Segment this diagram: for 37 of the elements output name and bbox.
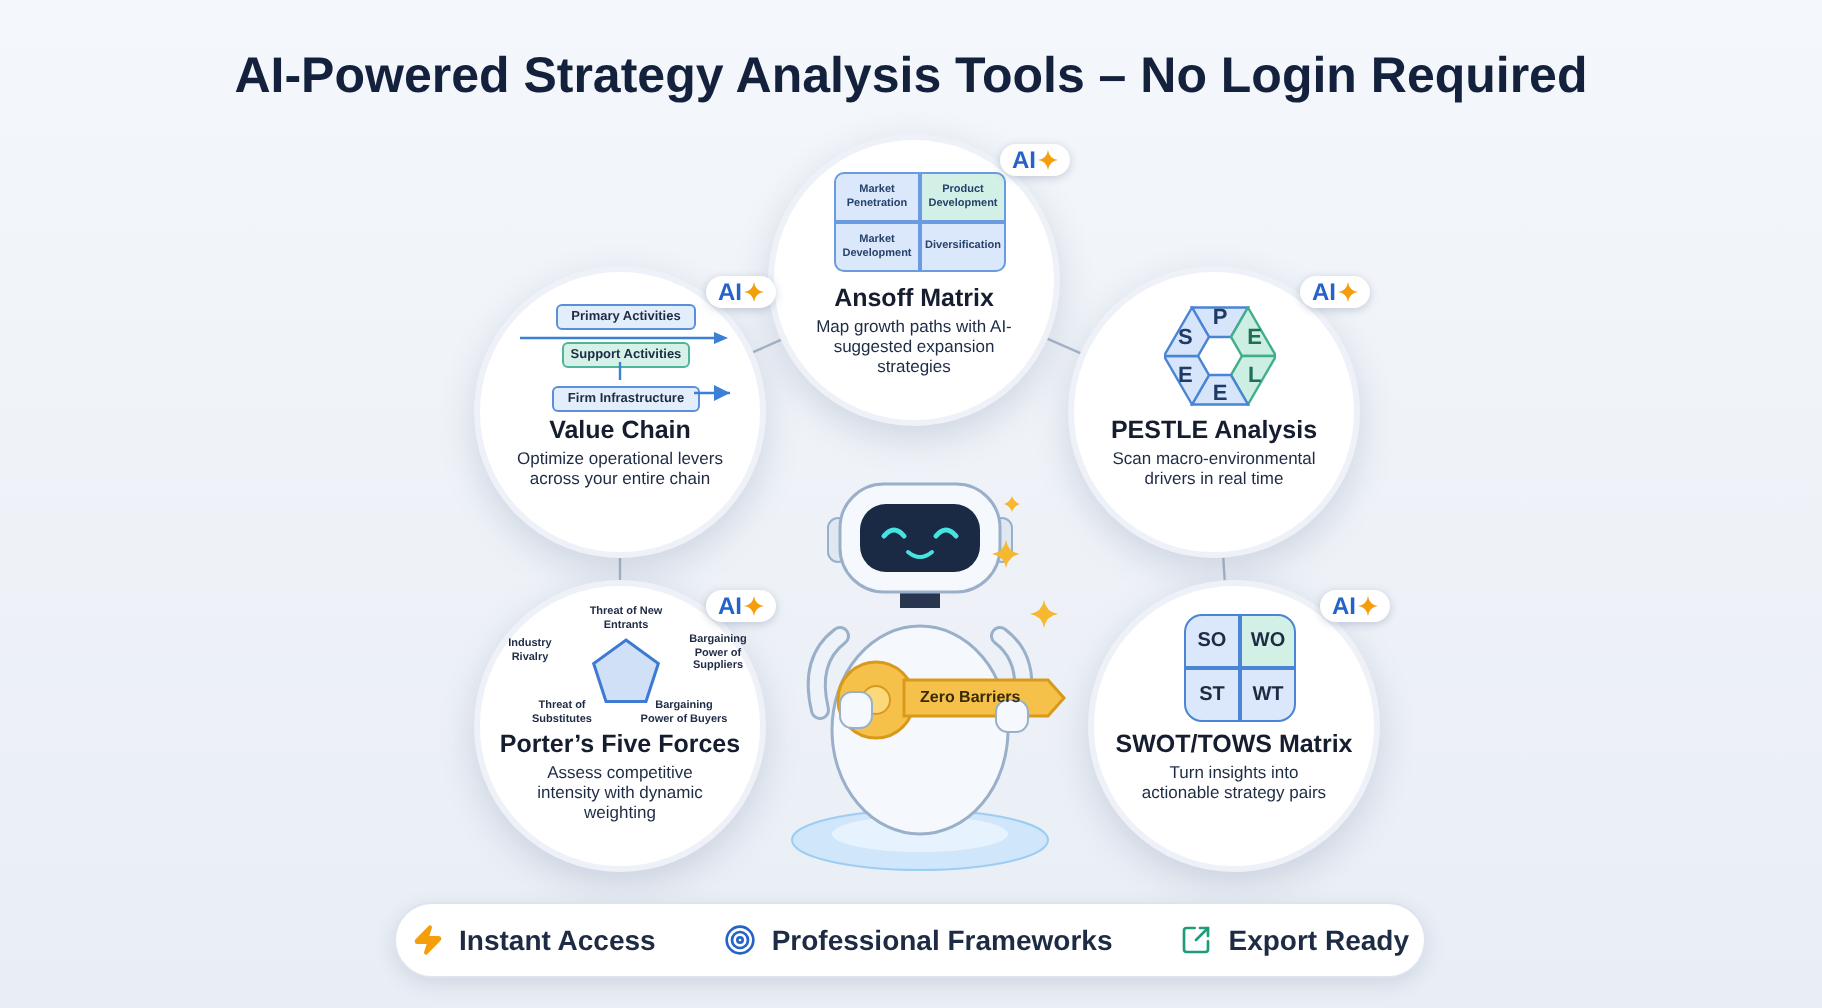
matrix-cell: ST	[1184, 668, 1240, 722]
tool-description: Scan macro-environmental drivers in real time	[1110, 448, 1318, 488]
tool-title: SWOT/TOWS Matrix	[1113, 730, 1355, 760]
hexagon-letter: E	[1176, 363, 1195, 387]
key-label: Zero Barriers	[920, 686, 1021, 710]
hexagon-letter: E	[1210, 382, 1230, 406]
connector-line	[1047, 337, 1081, 355]
matrix-cell: WO	[1240, 614, 1296, 668]
tool-title: Ansoff Matrix	[832, 284, 996, 314]
hexagon-letter: P	[1210, 306, 1230, 330]
ai-label: AI	[1332, 592, 1356, 620]
matrix-cell: WT	[1240, 668, 1296, 722]
tool-description: Assess competitive intensity with dynamic weighting	[535, 762, 705, 822]
connector-line	[618, 362, 622, 380]
connector-line	[1222, 557, 1226, 581]
matrix-cell: SO	[1184, 614, 1240, 668]
feature-label: Professional Frameworks	[771, 921, 1113, 959]
tool-description: Map growth paths with AI-suggested expansion strategies	[814, 316, 1014, 376]
ai-label: AI	[718, 592, 742, 620]
tool-title: PESTLE Analysis	[1108, 416, 1320, 446]
connector-line	[618, 558, 622, 580]
feature-label: Export Ready	[1228, 921, 1409, 960]
tool-description: Turn insights into actionable strategy pairs	[1139, 762, 1329, 802]
hexagon-letter: E	[1245, 325, 1264, 349]
feature-bar	[394, 902, 1426, 978]
ai-label: AI	[1312, 278, 1336, 306]
ai-label: AI	[718, 278, 742, 306]
tool-title: Porter’s Five Forces	[497, 730, 743, 760]
tool-title: Value Chain	[547, 416, 693, 446]
hexagon-letter: S	[1176, 325, 1195, 349]
connector-line	[694, 385, 730, 401]
hexagon-letter: L	[1245, 363, 1264, 387]
ai-label: AI	[1012, 146, 1036, 174]
page-title: AI-Powered Strategy Analysis Tools – No Login Required	[232, 46, 1590, 108]
connector-line	[752, 338, 782, 354]
tool-description: Optimize operational levers across your entire chain	[516, 448, 724, 488]
feature-label: Instant Access	[459, 921, 656, 959]
